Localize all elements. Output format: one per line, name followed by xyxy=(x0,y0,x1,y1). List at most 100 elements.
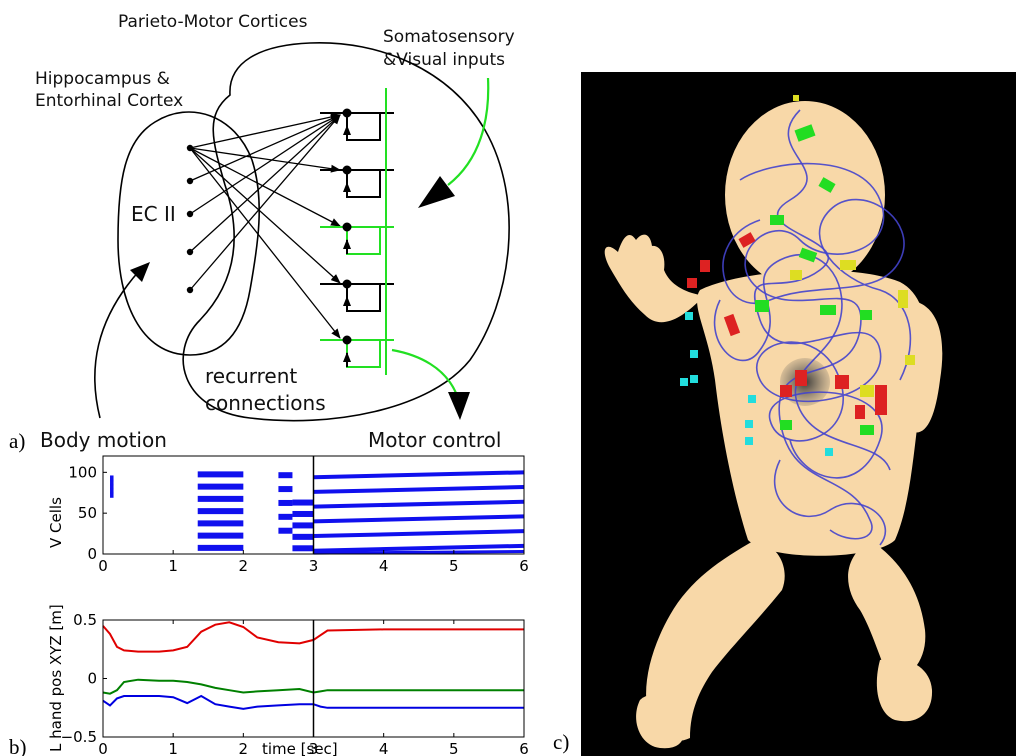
motor-control-label: Motor control xyxy=(368,428,501,452)
motor-cell-4 xyxy=(320,279,394,312)
raster-stripe xyxy=(313,543,525,553)
ec-nodes xyxy=(186,144,194,294)
ec-ii-label: EC II xyxy=(131,202,176,226)
raster-spike-band xyxy=(197,508,244,515)
position-series-line xyxy=(102,621,524,653)
panel-a-label: a) xyxy=(9,429,25,453)
position-plot-area xyxy=(102,620,524,737)
raster-burst xyxy=(313,470,525,555)
position-x-tick-label: 6 xyxy=(519,740,529,756)
raster-spike-band xyxy=(197,544,244,551)
raster-spike-band xyxy=(278,472,293,479)
raster-spike-band xyxy=(278,513,293,520)
motor-output-arrow-line xyxy=(391,348,458,394)
raster-spike-band xyxy=(292,522,314,529)
raster-spike-band xyxy=(292,510,314,517)
motor-cell-3 xyxy=(320,222,394,255)
raster-x-tick-label: 3 xyxy=(309,557,319,575)
position-x-tick-label: 0 xyxy=(98,740,108,756)
raster-spike-band xyxy=(197,471,244,478)
raster-spike-band xyxy=(197,520,244,527)
raster-stripe xyxy=(313,514,525,524)
somatosensory-label-line2: &Visual inputs xyxy=(383,50,505,70)
sensory-input-arrow-line xyxy=(447,77,490,186)
panel-c-label: c) xyxy=(553,730,569,754)
position-series-line xyxy=(102,694,524,710)
raster-stripe xyxy=(313,499,525,509)
panel-b-raster: 0 1 2 3 4 5 6 0 50 100 V Cells xyxy=(47,455,529,575)
raster-spike-band xyxy=(197,532,244,539)
raster-spike-band xyxy=(292,499,314,506)
raster-stripe xyxy=(313,529,525,539)
position-xlabel: time [sec] xyxy=(262,740,338,756)
raster-spike-band xyxy=(278,499,293,506)
body-motion-arrowhead xyxy=(130,262,150,282)
raster-burst xyxy=(110,475,114,498)
raster-stripe xyxy=(313,485,525,494)
position-x-tick-label: 5 xyxy=(449,740,459,756)
raster-x-tick-label: 5 xyxy=(449,557,459,575)
position-y-tick-label: 0.5 xyxy=(73,611,97,629)
raster-spike-band xyxy=(292,533,314,540)
raster-spike-band xyxy=(197,495,244,502)
hand-trajectory xyxy=(713,109,912,546)
recurrent-label-line2: connections xyxy=(205,391,326,415)
raster-x-tick-label: 1 xyxy=(168,557,178,575)
raster-spike-band xyxy=(110,475,114,482)
raster-burst xyxy=(197,471,244,551)
raster-y-tick-label: 100 xyxy=(68,463,97,481)
ec-projections xyxy=(189,113,341,339)
position-x-tick-label: 1 xyxy=(168,740,178,756)
position-series-line xyxy=(102,678,524,695)
raster-x-tick-label: 0 xyxy=(98,557,108,575)
raster-stripe xyxy=(313,470,525,480)
position-x-tick-label: 2 xyxy=(239,740,249,756)
raster-spike-band xyxy=(197,483,244,490)
parieto-motor-label: Parieto-Motor Cortices xyxy=(118,12,308,32)
hippocampus-label-line2: Entorhinal Cortex xyxy=(35,91,183,111)
baby-body xyxy=(604,101,943,749)
raster-y-tick-label: 50 xyxy=(78,504,97,522)
panel-a-diagram: Parieto-Motor Cortices Hippocampus & Ent… xyxy=(9,12,515,453)
panel-c-rendering: c) xyxy=(553,72,1016,756)
position-y-tick-label: −0.5 xyxy=(61,728,97,746)
sensory-input-arrowhead xyxy=(418,176,455,208)
position-y-tick-label: 0 xyxy=(87,670,97,688)
motor-cells xyxy=(320,108,394,368)
raster-x-tick-label: 2 xyxy=(239,557,249,575)
body-motion-label: Body motion xyxy=(40,428,167,452)
position-ylabel: L hand pos XYZ [m] xyxy=(47,604,65,752)
activity-markers xyxy=(680,95,915,456)
raster-x-tick-label: 6 xyxy=(519,557,529,575)
raster-burst xyxy=(278,472,293,534)
raster-plot-area xyxy=(110,456,525,555)
motor-cell-1 xyxy=(320,108,394,141)
raster-x-tick-label: 4 xyxy=(379,557,389,575)
raster-spike-band xyxy=(278,486,293,493)
raster-ylabel: V Cells xyxy=(47,497,65,548)
raster-ticks: 0 1 2 3 4 5 6 0 50 100 xyxy=(68,463,528,575)
parieto-motor-boundary xyxy=(182,42,510,422)
raster-spike-band xyxy=(292,545,314,552)
motor-cell-5 xyxy=(320,335,394,368)
motor-output-arrowhead xyxy=(448,392,470,420)
raster-y-tick-label: 0 xyxy=(87,545,97,563)
position-x-tick-label: 3 xyxy=(309,740,319,756)
body-motion-arrow xyxy=(94,269,141,419)
motor-cell-2 xyxy=(320,165,394,198)
raster-spike-band xyxy=(110,483,114,490)
raster-stripe xyxy=(313,550,525,555)
raster-spike-band xyxy=(278,527,293,534)
recurrent-label-line1: recurrent xyxy=(205,364,297,388)
raster-burst xyxy=(292,499,314,552)
raster-spike-band xyxy=(110,491,114,498)
somatosensory-label-line1: Somatosensory xyxy=(383,27,515,47)
panel-b-label: b) xyxy=(9,735,27,756)
raster-spike-band xyxy=(110,487,114,494)
position-x-tick-label: 4 xyxy=(379,740,389,756)
hippocampus-label-line1: Hippocampus & xyxy=(35,69,170,89)
hippocampus-boundary xyxy=(117,111,261,356)
